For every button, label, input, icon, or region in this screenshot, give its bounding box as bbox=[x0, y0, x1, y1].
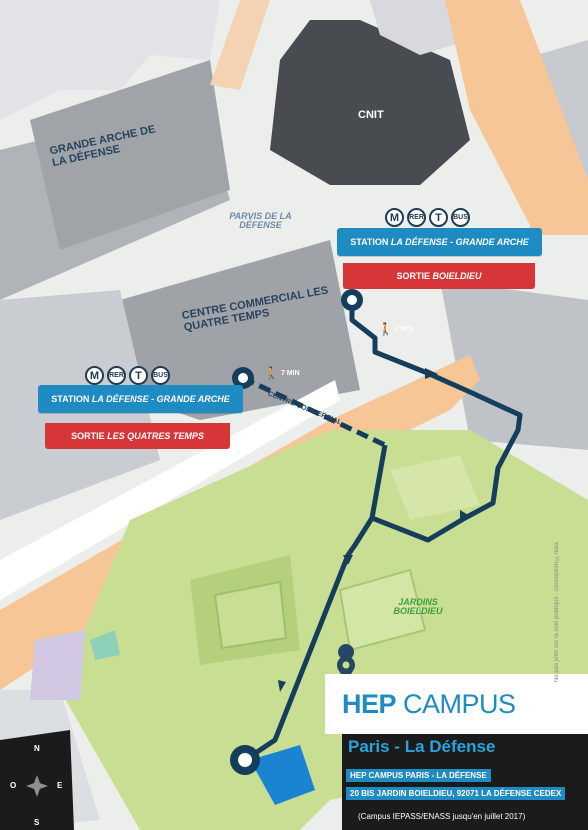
card-info-panel: Paris - La Défense HEP CAMPUS PARIS - LA… bbox=[342, 734, 588, 830]
jardins-label: JARDINS BOIELDIEU bbox=[393, 597, 443, 617]
walk-time-lower: 🚶7 MIN bbox=[264, 366, 300, 380]
tram-icon: T bbox=[129, 366, 148, 385]
route-arrow-2 bbox=[460, 510, 470, 523]
road-white bbox=[0, 380, 340, 600]
road-northeast bbox=[445, 0, 588, 235]
location-pin-icon bbox=[338, 644, 355, 660]
metro-icon: M bbox=[385, 208, 404, 227]
rer-icon: RER bbox=[407, 208, 426, 227]
campus-city: Paris - La Défense bbox=[348, 737, 496, 756]
exit-upper-prefix: SORTIE bbox=[396, 271, 433, 281]
centre-commercial-building bbox=[120, 240, 360, 420]
route-arrow-4 bbox=[278, 680, 286, 692]
exit-lower: SORTIE LES QUATRES TEMPS bbox=[45, 423, 230, 449]
destination-building bbox=[250, 745, 315, 805]
start-point-lower-inner bbox=[238, 373, 248, 383]
station-lower: STATION LA DÉFENSE - GRANDE ARCHE bbox=[38, 385, 243, 413]
teal-area bbox=[90, 630, 120, 660]
park-building bbox=[390, 455, 480, 520]
address-line-2: 20 BIS JARDIN BOIELDIEU, 92071 LA DÉFENS… bbox=[346, 787, 566, 800]
jardin-square bbox=[338, 568, 427, 652]
building-area bbox=[0, 0, 220, 120]
exit-lower-prefix: SORTIE bbox=[71, 431, 108, 441]
compass-rose-ew bbox=[26, 782, 48, 790]
exit-upper: SORTIE BOIELDIEU bbox=[343, 263, 535, 289]
route-arrow-3 bbox=[343, 555, 353, 565]
road-north bbox=[210, 0, 270, 90]
walking-route-dashed bbox=[241, 375, 387, 448]
compass-s: S bbox=[34, 818, 40, 827]
sports-field-inner bbox=[213, 580, 288, 650]
compass-n: N bbox=[34, 744, 40, 753]
compass: N S E O bbox=[0, 730, 74, 830]
rer-icon: RER bbox=[107, 366, 126, 385]
parvis-label: PARVIS DE LA DÉFENSE bbox=[229, 211, 292, 231]
address-line-1: HEP CAMPUS PARIS - LA DÉFENSE bbox=[346, 769, 491, 782]
exit-upper-name: BOIELDIEU bbox=[432, 271, 482, 281]
station-lower-prefix: STATION bbox=[51, 394, 92, 404]
cnit-label: CNIT bbox=[358, 109, 384, 121]
exit-lower-name: LES QUATRES TEMPS bbox=[107, 431, 204, 441]
station-lower-name: LA DÉFENSE - GRANDE ARCHE bbox=[91, 394, 230, 404]
campus-card: HEP CAMPUS Paris - La Défense HEP CAMPUS… bbox=[325, 674, 588, 830]
pin-icon-hole bbox=[342, 661, 350, 669]
walker-icon: 🚶 bbox=[264, 366, 279, 380]
station-upper-prefix: STATION bbox=[350, 237, 391, 247]
purple-area bbox=[30, 630, 85, 700]
building-east bbox=[440, 280, 588, 450]
brand-logo: HEP CAMPUS bbox=[342, 689, 516, 720]
walking-route-connector bbox=[369, 444, 388, 519]
building-block bbox=[370, 0, 470, 55]
campus-note: (Campus IEPASS/ENASS jusqu'en juillet 20… bbox=[358, 812, 526, 821]
walk-time-upper: 🚶7 MIN bbox=[378, 322, 414, 336]
start-point-upper-inner bbox=[347, 295, 357, 305]
grande-arche-roof bbox=[30, 60, 230, 250]
compass-o: O bbox=[10, 781, 17, 790]
station-upper-name: LA DÉFENSE - GRANDE ARCHE bbox=[390, 237, 529, 247]
walk-time-upper-text: 7 MIN bbox=[394, 325, 414, 333]
walking-route-main bbox=[243, 300, 523, 763]
card-brand-panel: HEP CAMPUS bbox=[325, 674, 588, 734]
walk-time-lower-text: 7 MIN bbox=[280, 369, 300, 377]
compass-e: E bbox=[57, 781, 63, 790]
bus-icon: BUS bbox=[151, 366, 170, 385]
metro-icon: M bbox=[85, 366, 104, 385]
route-arrow-1 bbox=[425, 368, 438, 379]
cnit-building bbox=[270, 20, 470, 185]
tram-icon: T bbox=[429, 208, 448, 227]
transit-icons-upper: M RER T BUS bbox=[385, 208, 470, 227]
destination-point-inner bbox=[238, 753, 252, 767]
bus-icon: BUS bbox=[451, 208, 470, 227]
credit-text: Ne pas jeter sur la voie publique · conc… bbox=[554, 542, 560, 682]
walker-icon: 🚶 bbox=[378, 322, 393, 336]
brand-rest: CAMPUS bbox=[396, 689, 516, 719]
brand-bold: HEP bbox=[342, 689, 397, 719]
station-upper: STATION LA DÉFENSE - GRANDE ARCHE bbox=[337, 228, 542, 256]
transit-icons-lower: M RER T BUS bbox=[85, 366, 170, 385]
